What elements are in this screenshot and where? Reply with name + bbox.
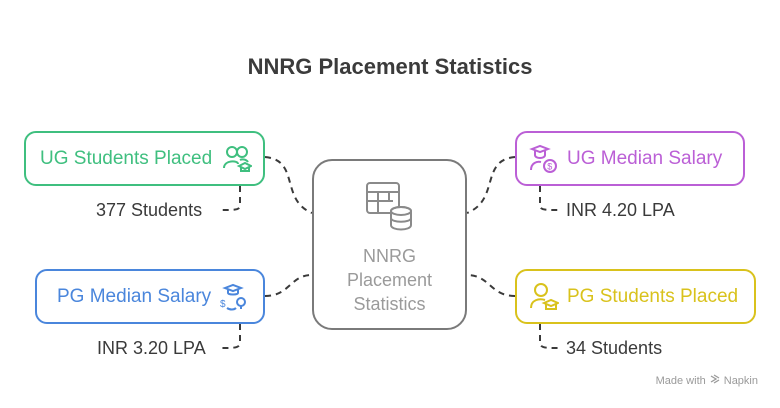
graduate-dollar-icon: $ xyxy=(529,144,559,174)
node-label: UG Median Salary xyxy=(567,147,723,169)
connector-pg-salary xyxy=(264,274,313,297)
connector-pg-salary-value xyxy=(219,324,241,349)
napkin-brand-text: Napkin xyxy=(723,374,758,387)
svg-text:$: $ xyxy=(547,161,552,171)
user-graduate-icon xyxy=(529,282,559,312)
users-graduate-icon xyxy=(222,144,253,174)
connector-ug-students-value xyxy=(219,186,241,211)
node-ug-students-placed: UG Students Placed xyxy=(24,131,265,186)
table-database-icon xyxy=(314,181,465,238)
napkin-logo-icon xyxy=(710,374,720,387)
svg-text:$: $ xyxy=(220,299,226,310)
value-ug-salary: INR 4.20 LPA xyxy=(566,200,675,220)
diagram-title: NNRG Placement Statistics xyxy=(247,54,533,79)
node-label: PG Median Salary xyxy=(57,285,212,307)
value-pg-salary: INR 3.20 LPA xyxy=(97,338,206,358)
connector-pg-students xyxy=(466,274,516,297)
value-ug-students: 377 Students xyxy=(96,200,203,220)
connector-ug-students xyxy=(264,156,313,214)
node-ug-median-salary: $ UG Median Salary xyxy=(515,131,745,186)
node-pg-students-placed: PG Students Placed xyxy=(515,269,756,324)
center-node: NNRG Placement Statistics xyxy=(312,159,467,330)
made-with-text: Made with xyxy=(655,374,706,387)
center-label-line: NNRG xyxy=(363,246,416,266)
connector-pg-students-value xyxy=(539,324,561,349)
graduate-salary-cycle-icon: $ xyxy=(219,282,247,312)
node-label: PG Students Placed xyxy=(567,285,739,307)
node-pg-median-salary: PG Median Salary $ xyxy=(35,269,265,324)
center-label-line: Placement xyxy=(346,270,433,290)
node-label: UG Students Placed xyxy=(40,147,213,169)
footer-credit: Made with Napkin xyxy=(656,374,758,387)
value-pg-students: 34 Students xyxy=(566,338,663,358)
center-label-line: Statistics xyxy=(353,294,426,314)
connector-ug-salary xyxy=(466,156,516,214)
connector-ug-salary-value xyxy=(539,186,561,211)
